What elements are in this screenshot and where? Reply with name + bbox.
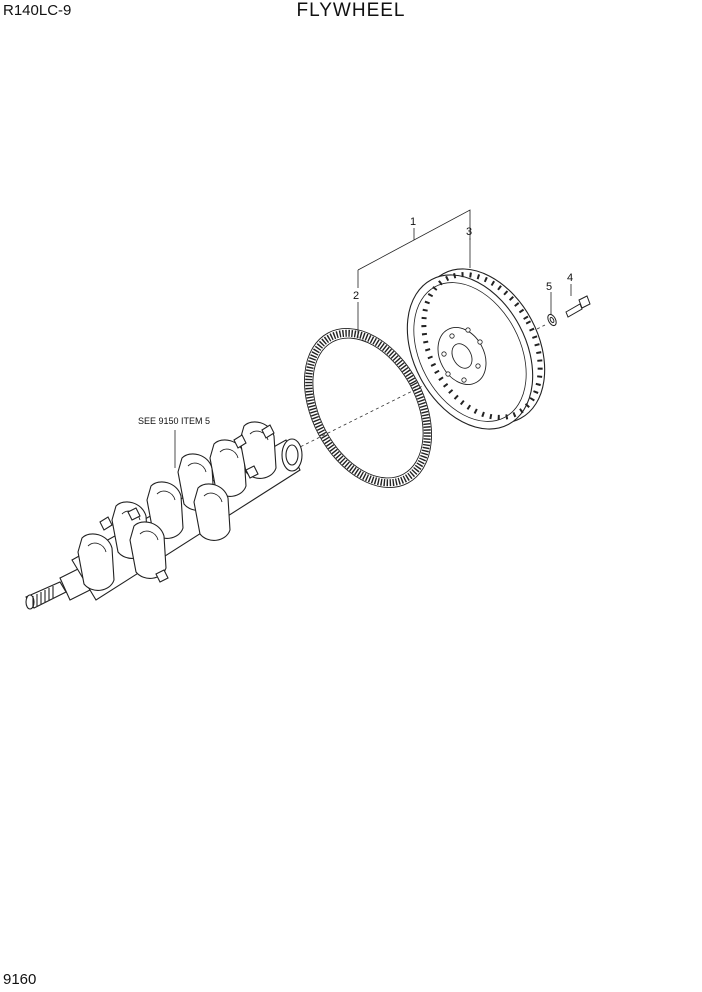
bolt — [565, 295, 591, 318]
page-title: FLYWHEEL — [296, 0, 406, 21]
reference-note: SEE 9150 ITEM 5 — [138, 416, 210, 426]
callout-1-label: 1 — [410, 216, 416, 228]
callout-3-label: 3 — [466, 226, 472, 238]
model-code: R140LC-9 — [3, 2, 72, 19]
callout-4-label: 4 — [567, 272, 573, 284]
flywheel — [406, 268, 546, 430]
callout-leaders — [174, 209, 572, 468]
crankshaft — [25, 421, 303, 610]
callout-5-label: 5 — [546, 281, 552, 293]
ring-gear — [304, 328, 432, 488]
washer — [547, 313, 557, 327]
callout-2-label: 2 — [353, 290, 359, 302]
page-number: 9160 — [3, 971, 37, 988]
